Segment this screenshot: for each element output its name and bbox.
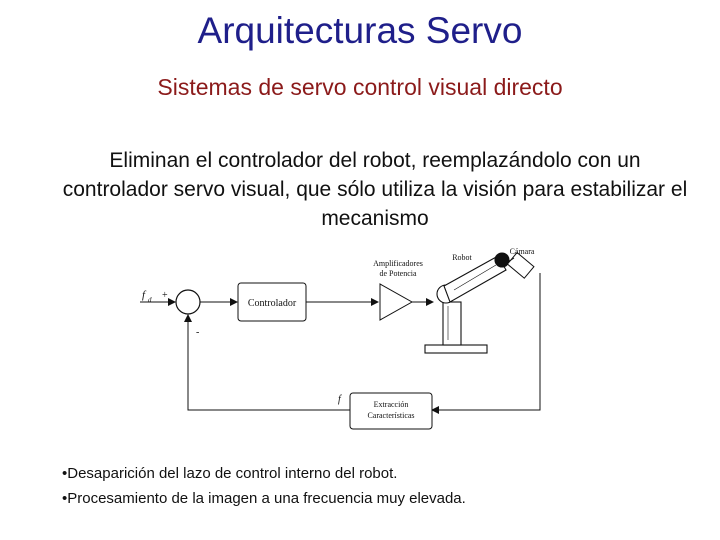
input-reference-label: f bbox=[142, 289, 147, 301]
robot-label: Robot bbox=[452, 253, 472, 262]
bullet-item: •Procesamiento de la imagen a una frecue… bbox=[62, 490, 466, 507]
input-reference-subscript: d bbox=[148, 296, 152, 304]
bullet-list: •Desaparición del lazo de control intern… bbox=[62, 461, 702, 511]
amplifiers-label-line1: Amplificadores bbox=[373, 259, 423, 268]
amplifiers-label-line2: de Potencia bbox=[379, 269, 417, 278]
camera-to-extraction-line bbox=[431, 273, 541, 414]
servo-block-diagram: f d + - Controlador Amplificadores de Po… bbox=[140, 247, 541, 430]
power-amplifier-symbol bbox=[379, 283, 414, 321]
controller-label: Controlador bbox=[248, 298, 297, 309]
camera-label: Cámara bbox=[510, 247, 535, 256]
bullet-item: •Desaparición del lazo de control intern… bbox=[62, 465, 398, 482]
robot-arm-illustration bbox=[424, 252, 510, 354]
plus-sign: + bbox=[162, 290, 168, 301]
minus-sign: - bbox=[196, 327, 199, 338]
extraction-label-line2: Características bbox=[367, 411, 414, 420]
slide-subtitle: Sistemas de servo control visual directo bbox=[157, 74, 563, 100]
slide-title: Arquitecturas Servo bbox=[197, 10, 523, 51]
slide-body-text: Eliminan el controlador del robot, reemp… bbox=[62, 149, 688, 230]
feedback-signal-label: f bbox=[338, 394, 342, 405]
feature-extraction-block bbox=[349, 392, 433, 430]
camera-illustration bbox=[506, 251, 535, 279]
feedback-to-junction-line bbox=[184, 314, 350, 411]
extraction-label-line1: Extracción bbox=[374, 400, 409, 409]
summing-junction bbox=[175, 289, 201, 315]
